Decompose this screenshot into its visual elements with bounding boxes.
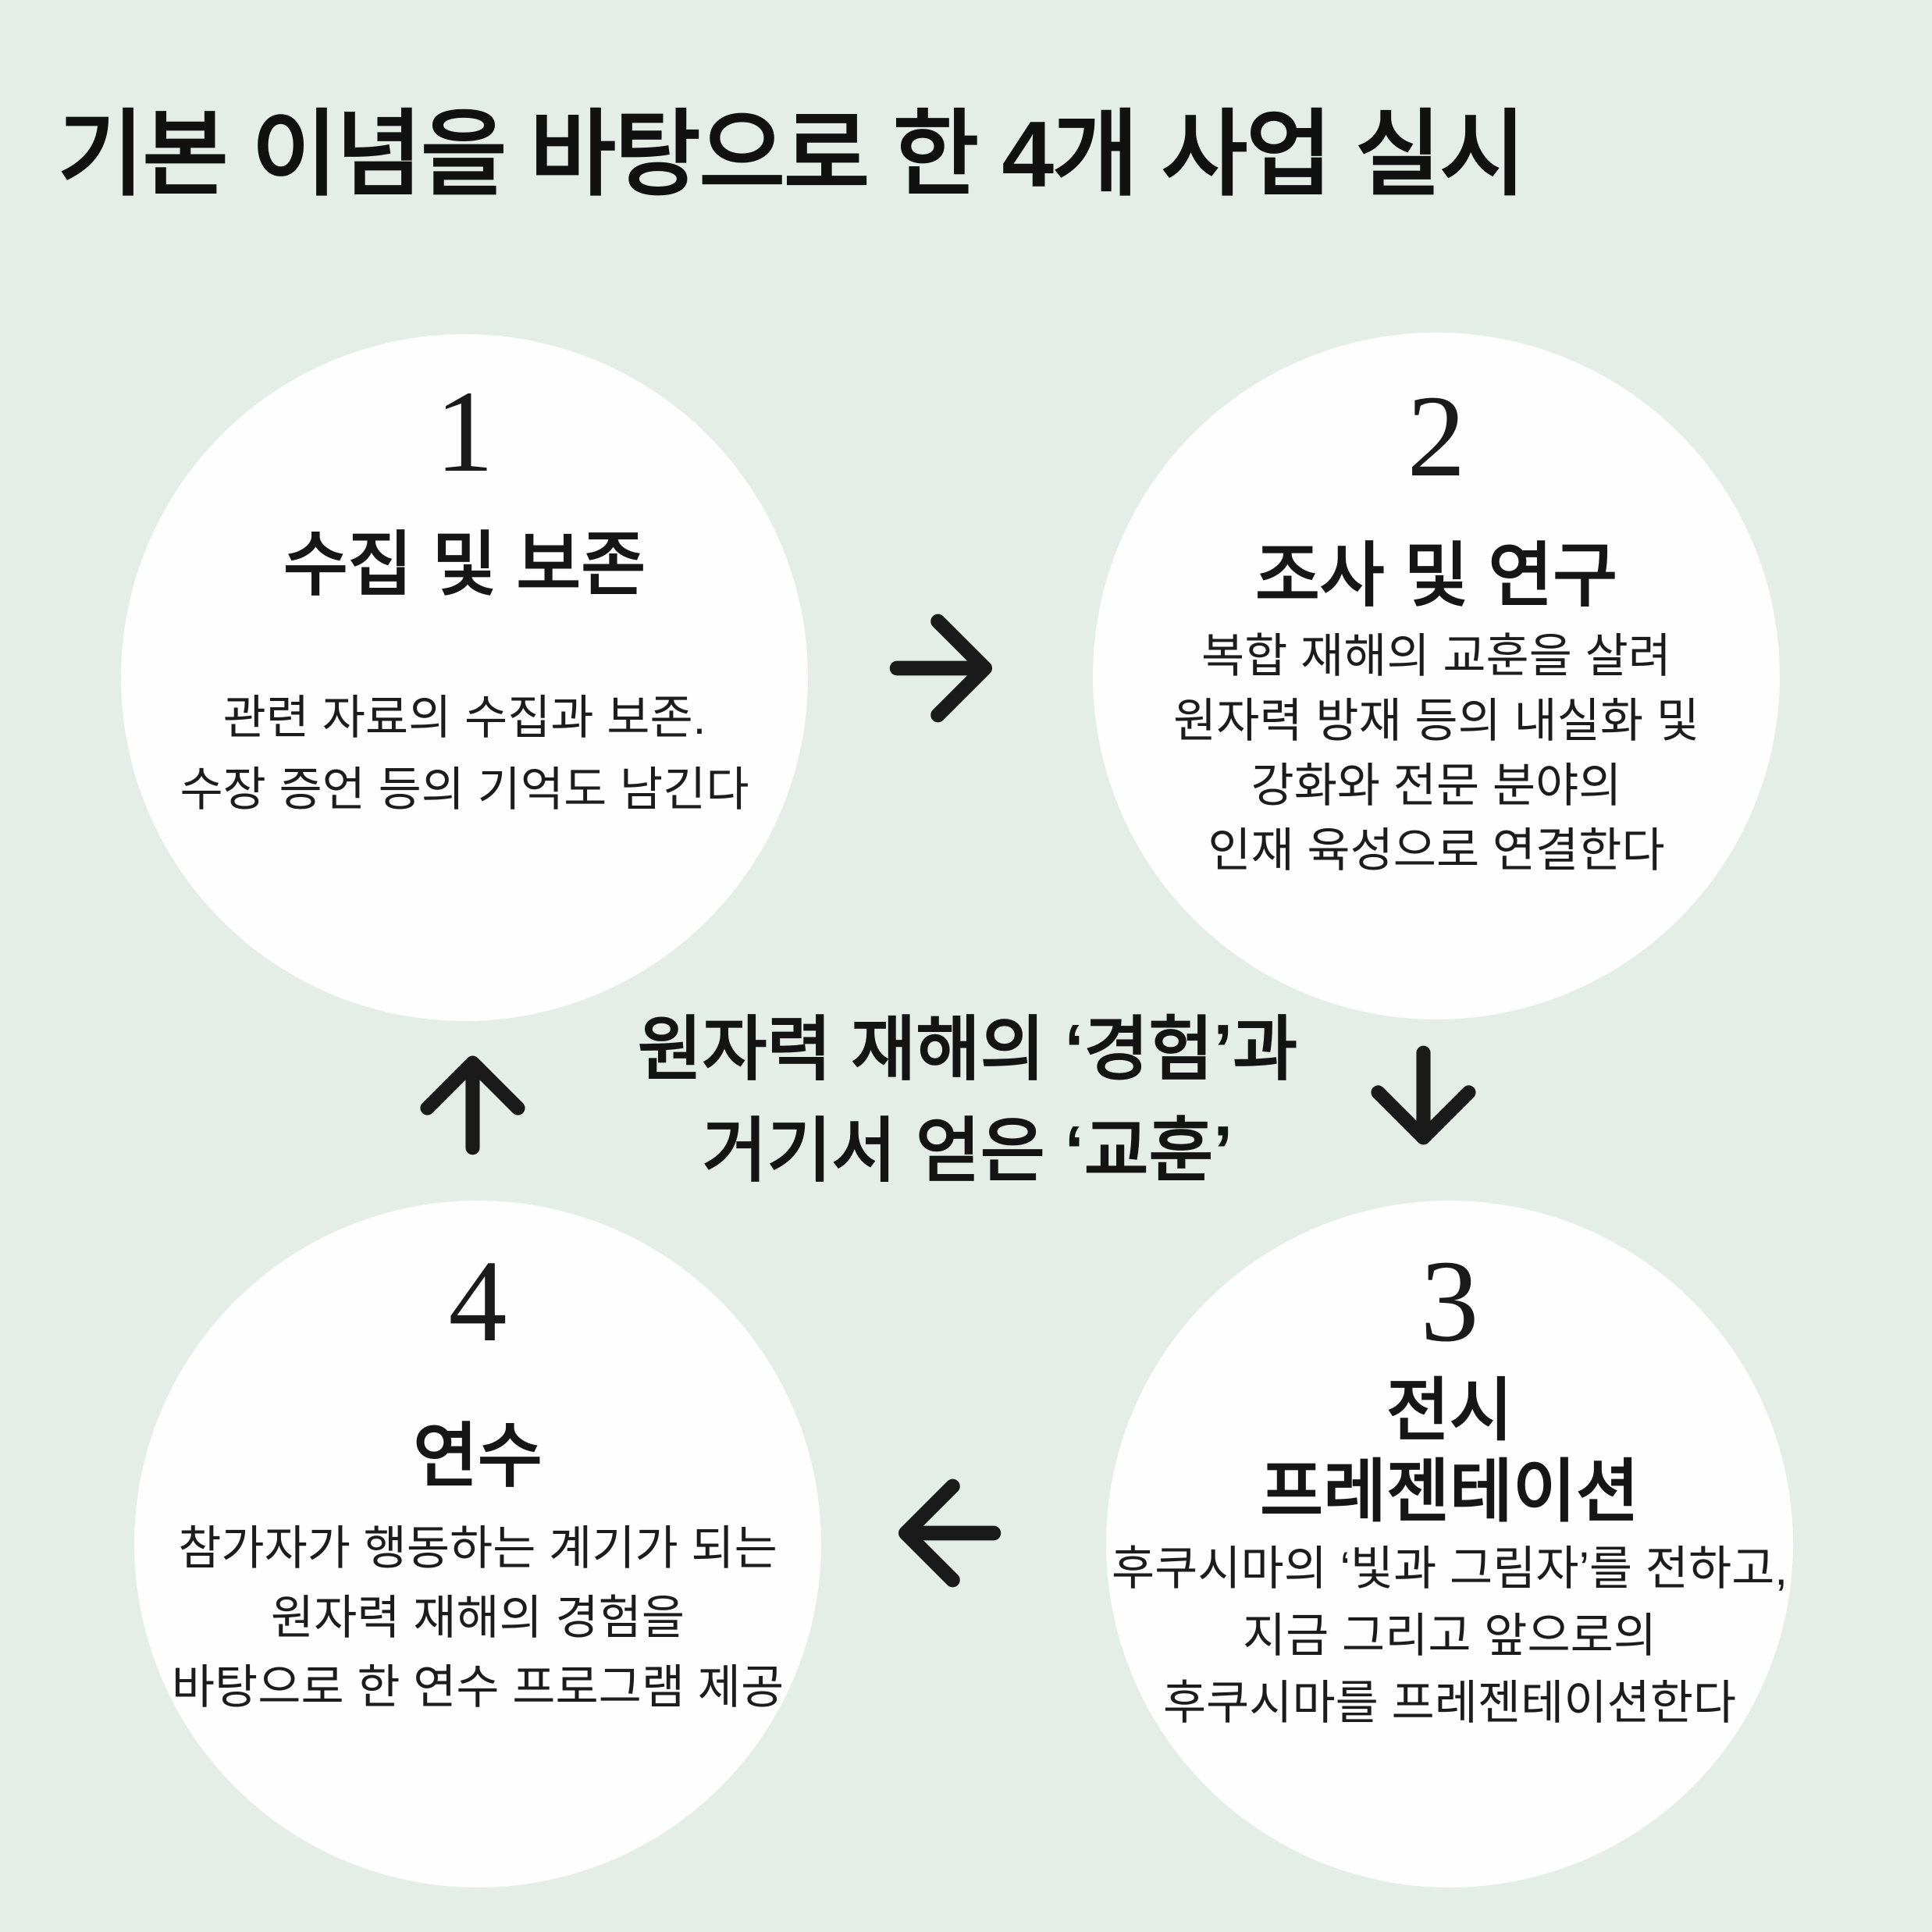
description-line: 원자력 재해의 경험을	[270, 1592, 685, 1644]
description-line: 후쿠시마의 ‘빛과 그림자’를 전하고,	[1111, 1542, 1788, 1595]
description-line: 지금 그리고 앞으로의	[1242, 1610, 1657, 1662]
step-title: 연수	[413, 1418, 543, 1496]
arrow-down-icon	[1367, 1043, 1480, 1156]
step-title: 수집 및 보존	[283, 526, 646, 604]
step-description: 참가자가 행동하는 계기가 되는 원자력 재해의 경험을 바탕으로 한 연수 프…	[172, 1514, 784, 1722]
step-description: 복합 재해의 교훈을 살려 원자력 방재 등의 내실화 및 강화와 전문 분야의…	[1173, 624, 1699, 883]
step-circle-4: 4 연수 참가자가 행동하는 계기가 되는 원자력 재해의 경험을 바탕으로 한…	[134, 1201, 821, 1888]
description-line: 원자력 방재 등의 내실화 및	[1173, 695, 1699, 747]
description-line: 관련 자료의 수집과 보존.	[222, 692, 706, 744]
step-description: 관련 자료의 수집과 보존. 수장 증언 등의 기억도 남긴다	[180, 682, 749, 826]
page-title: 기본 이념을 바탕으로 한 4개 사업 실시	[58, 102, 1526, 207]
description-line: 인재 육성으로 연결한다	[1208, 824, 1665, 877]
step-description: 후쿠시마의 ‘빛과 그림자’를 전하고, 지금 그리고 앞으로의 후쿠시마를 프…	[1112, 1535, 1788, 1737]
step-circle-3: 3 전시 프레젠테이션 후쿠시마의 ‘빛과 그림자’를 전하고, 지금 그리고 …	[1106, 1201, 1793, 1888]
description-line: 복합 재해의 교훈을 살려	[1201, 630, 1672, 682]
arrow-left-icon	[887, 1475, 1004, 1592]
step-title: 전시 프레젠테이션	[1260, 1372, 1639, 1530]
step-circle-1: 1 수집 및 보존 관련 자료의 수집과 보존. 수장 증언 등의 기억도 남긴…	[121, 334, 808, 1021]
description-line: 바탕으로 한 연수 프로그램 제공	[171, 1661, 785, 1713]
description-line: 참가자가 행동하는 계기가 되는	[178, 1522, 777, 1574]
description-line: 후쿠시마를 프레젠테이션한다	[1162, 1677, 1737, 1729]
description-line: 강화와 전문 분야의	[1251, 760, 1622, 812]
arrow-right-icon	[887, 610, 1004, 727]
description-line: 수장 증언 등의 기억도 남긴다	[180, 763, 749, 816]
center-caption: 원자력 재해의 ‘경험’과 거기서 얻은 ‘교훈’	[637, 1011, 1298, 1190]
step-number: 3	[1420, 1236, 1479, 1366]
step-number: 4	[448, 1236, 507, 1366]
step-number: 2	[1407, 372, 1466, 501]
step-circle-2: 2 조사 및 연구 복합 재해의 교훈을 살려 원자력 방재 등의 내실화 및 …	[1093, 333, 1780, 1019]
arrow-up-icon	[416, 1044, 529, 1158]
step-title: 조사 및 연구	[1254, 537, 1618, 615]
step-number: 1	[435, 367, 494, 496]
